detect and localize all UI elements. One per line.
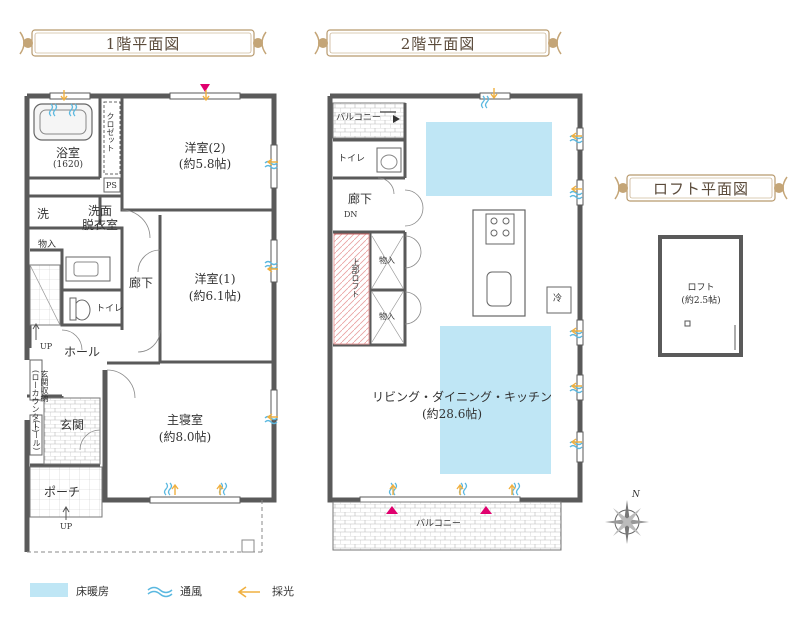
corridor-1f-label: 廊下 bbox=[129, 276, 154, 290]
room2-label: 洋室(2) bbox=[184, 141, 226, 155]
genkan-label: 玄関 bbox=[60, 418, 85, 432]
ldk-size-label: (約28.6帖) bbox=[421, 407, 483, 421]
legend-floor-heating: 床暖房 bbox=[76, 585, 109, 598]
loft-above-label: 上部ロフト bbox=[351, 258, 360, 298]
up-stairs-label: UP bbox=[40, 342, 53, 351]
banner-frames bbox=[19, 29, 788, 202]
loft-size-label: (約2.5帖) bbox=[681, 296, 721, 306]
storage-2f-1-label: 物入 bbox=[379, 256, 395, 265]
legend-icons bbox=[30, 583, 260, 598]
room2-size-label: (約5.8帖) bbox=[178, 157, 232, 171]
dn-label: DN bbox=[344, 210, 358, 219]
balcony-top-label: バルコニー bbox=[336, 113, 381, 123]
fridge-label: 冷 bbox=[553, 294, 563, 304]
room1-label: 洋室(1) bbox=[194, 272, 236, 286]
legend-daylight: 採光 bbox=[272, 585, 294, 598]
washroom-label: 洗面 脱衣室 bbox=[81, 204, 118, 232]
master-bedroom-label: 主寝室 bbox=[166, 413, 203, 427]
entrance-storage-label: 玄関収納 (ローカウンター) bbox=[31, 370, 49, 433]
ldk-label: リビング・ダイニング・キッチン bbox=[372, 390, 553, 404]
room1-size-label: (約6.1帖) bbox=[188, 289, 242, 303]
ps-label: PS bbox=[106, 181, 117, 190]
storage-2f-2-label: 物入 bbox=[379, 312, 395, 321]
loft-title: ロフト平面図 bbox=[652, 179, 749, 198]
loft-name-label: ロフト bbox=[687, 283, 715, 293]
balcony-bottom-label: バルコニー bbox=[416, 519, 461, 529]
bath-label: 浴室 bbox=[55, 146, 80, 160]
hall-label: ホール bbox=[64, 345, 101, 359]
up-porch-label: UP bbox=[60, 522, 73, 531]
loft-plan bbox=[658, 235, 743, 357]
bath-size-label: (1620) bbox=[53, 160, 83, 170]
ventilation-wave-icon bbox=[147, 586, 173, 598]
toilet-2f-label: トイレ bbox=[338, 154, 366, 164]
floor-heating-swatch bbox=[30, 583, 68, 597]
corridor-2f-label: 廊下 bbox=[348, 192, 373, 206]
floor2-plan bbox=[327, 92, 584, 551]
toilet-1f-label: トイレ bbox=[96, 304, 124, 314]
compass-rose bbox=[605, 500, 649, 544]
legend-ventilation: 通風 bbox=[180, 585, 202, 598]
wash-label: 洗 bbox=[37, 207, 50, 221]
entrance-tall-label: (トール) bbox=[32, 420, 41, 451]
master-size-label: (約8.0帖) bbox=[158, 430, 212, 444]
storage-1f-label: 物入 bbox=[38, 240, 57, 250]
floor2-title: 2階平面図 bbox=[400, 34, 476, 53]
porch-label: ポーチ bbox=[44, 485, 81, 499]
closet-label: クロゼット bbox=[106, 112, 115, 152]
compass-north-label: N bbox=[632, 490, 640, 500]
floor1-plan bbox=[24, 84, 278, 553]
floor1-title: 1階平面図 bbox=[105, 34, 181, 53]
daylight-arrow-icon bbox=[237, 586, 260, 598]
